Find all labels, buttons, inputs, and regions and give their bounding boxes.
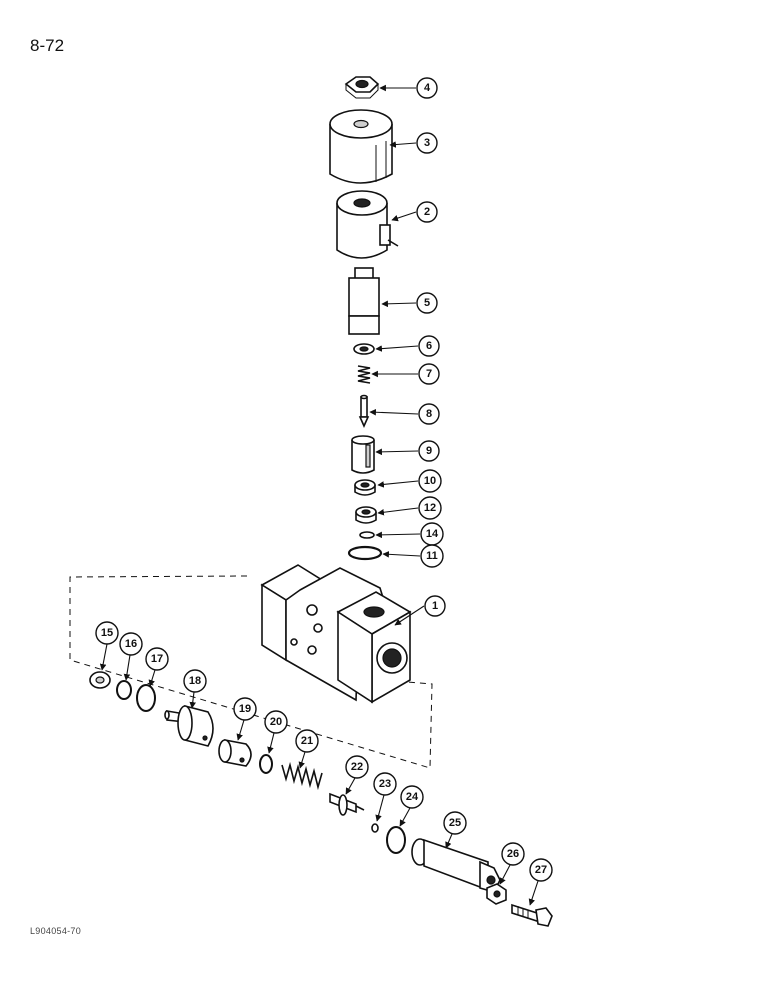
part-o-ring-16 [116, 680, 132, 700]
part-nut [344, 76, 380, 99]
part-sleeve [351, 435, 375, 474]
callout-14: 14 [420, 522, 444, 546]
svg-text:12: 12 [424, 502, 436, 514]
callout-4: 4 [416, 77, 438, 99]
svg-text:14: 14 [426, 528, 439, 540]
callout-1: 1 [424, 595, 446, 617]
part-spring-large [281, 761, 323, 791]
part-o-ring-24 [386, 826, 406, 854]
callout-15: 15 [95, 621, 119, 645]
assembly-outline [69, 575, 433, 769]
part-cartridge-tube [348, 267, 380, 335]
svg-text:17: 17 [151, 653, 163, 665]
document-code: L904054-70 [30, 926, 82, 936]
part-valve-body [260, 564, 412, 704]
svg-text:20: 20 [270, 716, 282, 728]
callout-19: 19 [233, 697, 257, 721]
svg-text:23: 23 [379, 778, 391, 790]
part-plug [89, 671, 111, 689]
callout-23: 23 [373, 772, 397, 796]
callout-20: 20 [264, 710, 288, 734]
svg-text:8: 8 [426, 408, 432, 420]
part-washer [353, 343, 375, 355]
part-o-ring-large [347, 545, 383, 561]
part-seat [354, 479, 376, 496]
svg-text:24: 24 [406, 791, 419, 803]
svg-text:16: 16 [125, 638, 137, 650]
callout-9: 9 [418, 440, 440, 462]
svg-text:18: 18 [189, 675, 201, 687]
callout-7: 7 [418, 363, 440, 385]
svg-text:25: 25 [449, 817, 461, 829]
part-o-ring-20 [259, 754, 273, 774]
callout-11: 11 [420, 544, 444, 568]
callout-12: 12 [418, 496, 442, 520]
callout-8: 8 [418, 403, 440, 425]
part-o-ring-23 [371, 823, 379, 833]
svg-text:10: 10 [424, 475, 436, 487]
svg-text:26: 26 [507, 848, 519, 860]
callout-26: 26 [501, 842, 525, 866]
part-cap [411, 838, 501, 893]
svg-text:27: 27 [535, 864, 547, 876]
callout-24: 24 [400, 785, 424, 809]
part-plunger-pin [358, 394, 370, 428]
page-number: 8-72 [30, 36, 65, 55]
svg-text:11: 11 [426, 550, 438, 562]
part-solenoid-coil [336, 190, 399, 259]
svg-text:9: 9 [426, 445, 432, 457]
svg-text:5: 5 [424, 297, 430, 309]
callout-17: 17 [145, 647, 169, 671]
svg-text:22: 22 [351, 761, 363, 773]
callout-27: 27 [529, 858, 553, 882]
svg-text:15: 15 [101, 627, 113, 639]
callout-16: 16 [119, 632, 143, 656]
callout-25: 25 [443, 811, 467, 835]
callout-3: 3 [416, 132, 438, 154]
svg-text:2: 2 [424, 206, 430, 218]
callout-18: 18 [183, 669, 207, 693]
svg-text:1: 1 [432, 600, 438, 612]
part-valve-spool [164, 704, 214, 747]
callout-6: 6 [418, 335, 440, 357]
part-poppet [329, 792, 365, 816]
callout-21: 21 [295, 729, 319, 753]
svg-text:6: 6 [426, 340, 432, 352]
callout-2: 2 [416, 201, 438, 223]
svg-text:21: 21 [301, 735, 313, 747]
part-nut-26 [486, 883, 507, 905]
callout-22: 22 [345, 755, 369, 779]
part-coil-cover [329, 109, 393, 184]
callout-10: 10 [418, 469, 442, 493]
part-o-ring-17 [136, 684, 156, 712]
part-seat-lower [355, 506, 377, 524]
svg-text:7: 7 [426, 368, 432, 380]
svg-text:4: 4 [424, 82, 431, 94]
svg-text:3: 3 [424, 137, 430, 149]
part-spring-small [357, 365, 371, 384]
part-bolt [511, 903, 553, 927]
part-piston [218, 739, 252, 767]
svg-text:19: 19 [239, 703, 251, 715]
part-o-ring-small [359, 531, 375, 539]
callout-5: 5 [416, 292, 438, 314]
